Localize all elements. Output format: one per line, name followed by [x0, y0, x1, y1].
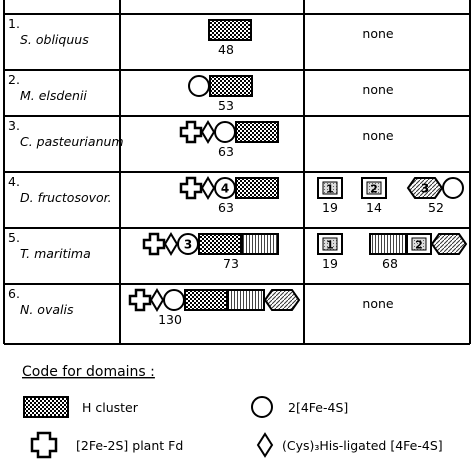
organism-name: D. fructosovor.: [20, 190, 112, 205]
box-number-label: 1: [326, 239, 334, 252]
cross-icon: [128, 288, 152, 312]
striped-domain-icon: [227, 289, 265, 311]
h-cluster-icon: [198, 233, 242, 255]
diamond-icon: [200, 120, 216, 144]
cross-icon: [30, 431, 58, 459]
striped-domain-icon: [369, 233, 407, 255]
cross-icon: [142, 232, 166, 256]
table-grid: [3, 0, 471, 345]
large-subunit-mass: 63: [218, 144, 234, 159]
legend-title: Code for domains :: [22, 364, 155, 380]
small-box-inner: [322, 237, 338, 251]
legend-label-h-cluster: H cluster: [82, 400, 139, 415]
legend-item-h-cluster: H cluster: [23, 396, 139, 418]
striped-domain-icon: [241, 233, 279, 255]
circle-icon: [442, 177, 464, 199]
small-subunit-mass: 19: [322, 200, 338, 215]
row-index: 4.: [8, 174, 20, 189]
row-index: 1.: [8, 16, 20, 31]
legend: Code for domains : H cluster 2[4Fe-4S] […: [22, 364, 443, 459]
row-index: 2.: [8, 72, 20, 87]
small-box-inner: [322, 181, 338, 195]
organism-name: M. elsdenii: [20, 88, 87, 103]
large-subunit-domains: [188, 75, 253, 97]
circle-icon: [214, 121, 236, 143]
circle-number-label: 3: [184, 238, 192, 252]
organism-name: C. pasteurianum: [20, 134, 124, 149]
circle-number-label: 4: [221, 182, 229, 196]
diamond-icon: [200, 176, 216, 200]
row-index: 5.: [8, 230, 20, 245]
table-row: 6.N. ovalis 130 none: [8, 286, 394, 327]
diamond-icon: [163, 232, 179, 256]
small-subunit-mass: 68: [382, 256, 398, 271]
legend-label-circle: 2[4Fe-4S]: [288, 400, 348, 415]
h-cluster-icon: [208, 19, 252, 41]
table-row: 4.D. fructosovor. 4 63 1 2 3 19 14 52: [8, 174, 464, 215]
legend-item-diamond: (Cys)₃His-ligated [4Fe-4S]: [256, 432, 443, 458]
row-index: 3.: [8, 118, 20, 133]
legend-label-diamond: (Cys)₃His-ligated [4Fe-4S]: [282, 438, 443, 453]
h-cluster-icon: [235, 177, 279, 199]
small-subunit-none: none: [362, 82, 393, 97]
h-cluster-icon: [235, 121, 279, 143]
hexagon-domain-icon: [406, 177, 444, 199]
hexagon-number-label: 3: [421, 182, 429, 196]
large-subunit-domains: 4: [179, 176, 279, 200]
box-number-label: 2: [370, 183, 378, 196]
organism-name: S. obliquus: [20, 32, 89, 47]
circle-icon: [188, 75, 210, 97]
box-number-label: 1: [326, 183, 334, 196]
large-subunit-domains: [128, 288, 301, 312]
table-row: 2.M. elsdenii 53 none: [8, 72, 394, 113]
large-subunit-mass: 48: [218, 42, 234, 57]
legend-label-cross: [2Fe-2S] plant Fd: [76, 438, 183, 453]
small-subunit-mass: 14: [366, 200, 382, 215]
legend-item-circle: 2[4Fe-4S]: [251, 396, 348, 418]
hexagon-domain-icon: [263, 289, 301, 311]
large-subunit-mass: 73: [223, 256, 239, 271]
small-subunit-domains: 1 2 3: [317, 177, 464, 199]
large-subunit-domains: 3: [142, 232, 279, 256]
small-subunit-none: none: [362, 26, 393, 41]
small-box-inner: [366, 181, 382, 195]
h-cluster-icon: [209, 75, 253, 97]
box-number-label: 2: [415, 239, 423, 252]
legend-item-cross: [2Fe-2S] plant Fd: [30, 431, 183, 459]
small-box-inner: [411, 237, 427, 251]
circle-icon: [163, 289, 185, 311]
large-subunit-mass: 53: [218, 98, 234, 113]
large-subunit-mass: 130: [158, 312, 182, 327]
small-subunit-none: none: [362, 296, 393, 311]
small-subunit-none: none: [362, 128, 393, 143]
small-subunit-mass: 52: [428, 200, 444, 215]
organism-name: T. maritima: [20, 246, 91, 261]
h-cluster-icon: [184, 289, 228, 311]
cross-icon: [179, 176, 203, 200]
table-row: 3.C. pasteurianum 63 none: [8, 118, 394, 159]
cross-icon: [179, 120, 203, 144]
row-index: 6.: [8, 286, 20, 301]
table-row: 1.S. obliquus 48 none: [8, 16, 394, 57]
large-subunit-domains: [208, 19, 252, 41]
diamond-icon: [149, 288, 165, 312]
h-cluster-icon: [23, 396, 69, 418]
large-subunit-mass: 63: [218, 200, 234, 215]
large-subunit-domains: [179, 120, 279, 144]
diamond-icon: [256, 432, 274, 458]
hexagon-domain-icon: [430, 233, 468, 255]
organism-name: N. ovalis: [20, 302, 74, 317]
circle-icon: [251, 396, 273, 418]
small-subunit-mass: 19: [322, 256, 338, 271]
